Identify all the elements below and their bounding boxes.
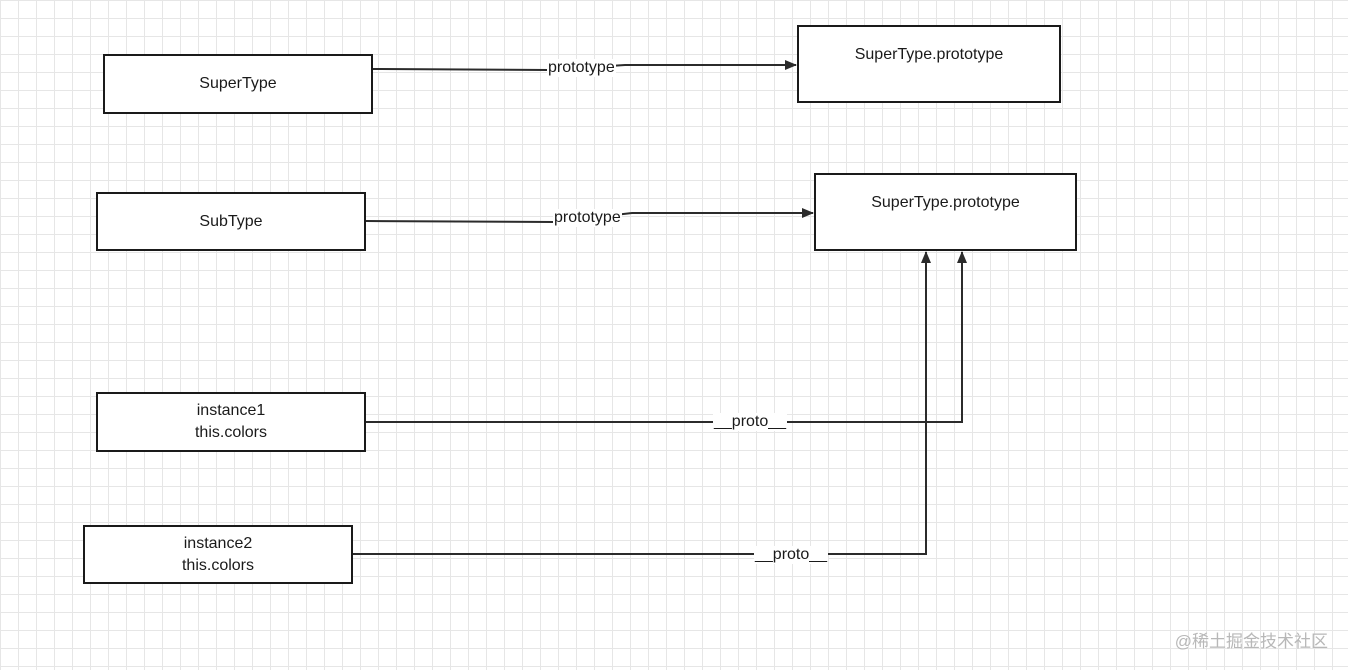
watermark-text: @稀土掘金技术社区	[1174, 632, 1328, 651]
node-supertype-prototype-bottom[interactable]: SuperType.prototype	[814, 173, 1077, 251]
node-supertype-prototype-top-label: SuperType.prototype	[854, 46, 1004, 63]
node-supertype-label: SuperType	[199, 75, 277, 92]
edge-label-instance1-proto: __proto__	[713, 413, 788, 431]
node-supertype-prototype-bottom-label: SuperType.prototype	[871, 194, 1020, 211]
node-instance1[interactable]: instance1 this.colors	[96, 392, 366, 452]
node-instance2[interactable]: instance2 this.colors	[83, 525, 353, 584]
edge-label-supertype-prototype: prototype	[547, 59, 616, 77]
edge-label-instance2-proto: __proto__	[754, 546, 829, 564]
node-instance1-prop: this.colors	[194, 424, 268, 441]
node-instance2-prop: this.colors	[181, 556, 255, 574]
node-subtype[interactable]: SubType	[96, 192, 366, 251]
node-subtype-label: SubType	[199, 212, 263, 230]
edge-instance2-proto	[353, 251, 931, 555]
edge-label-subtype-prototype: prototype	[553, 209, 622, 227]
node-supertype[interactable]: SuperType	[103, 54, 373, 114]
node-instance2-name: instance2	[183, 534, 253, 552]
node-supertype-prototype-top[interactable]: SuperType.prototype	[797, 25, 1061, 103]
node-instance1-name: instance1	[196, 402, 266, 419]
edge-instance1-proto	[366, 251, 967, 423]
